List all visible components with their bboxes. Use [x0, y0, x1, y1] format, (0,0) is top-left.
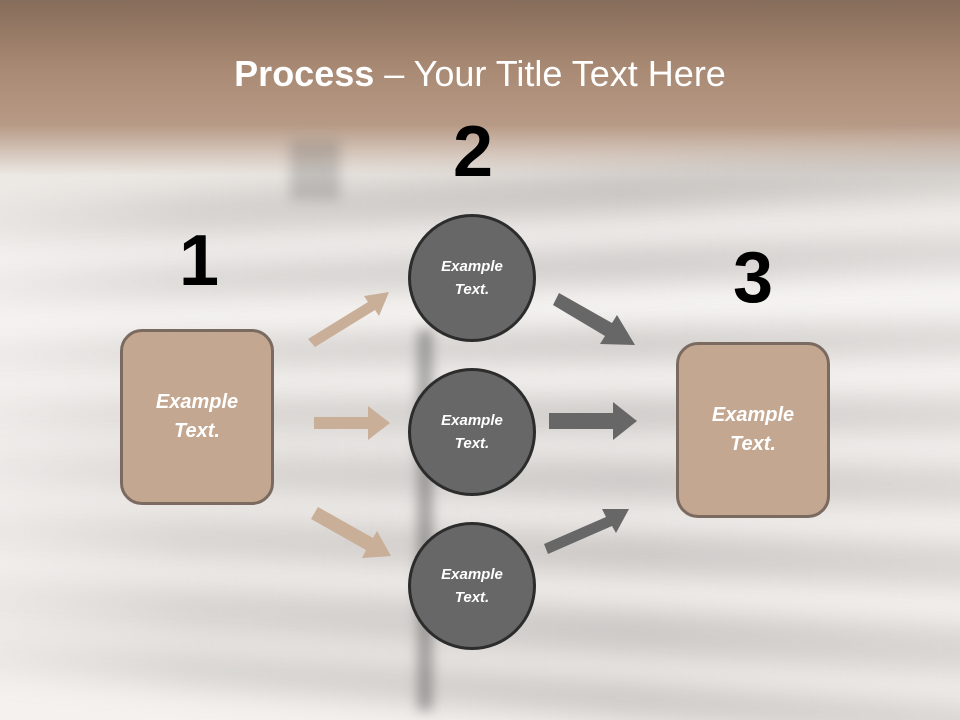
step-2-circle-bottom[interactable]: Example Text.: [408, 522, 536, 650]
arrow-from-bottom-circle: [544, 509, 629, 554]
circle-text: Example Text.: [441, 258, 503, 298]
arrow-from-middle-circle: [549, 402, 637, 440]
incoming-arrows: [308, 292, 391, 558]
step-number-3: 3: [732, 238, 774, 318]
arrow-to-top-circle: [308, 292, 389, 347]
slide-title: Process – Your Title Text Here: [0, 52, 960, 96]
step-number-1: 1: [178, 221, 220, 301]
title-rest: – Your Title Text Here: [374, 53, 726, 94]
step-3-text: Example Text.: [711, 404, 795, 455]
background-post: [290, 140, 340, 200]
circle-text: Example Text.: [441, 566, 503, 606]
circle-text: Example Text.: [441, 412, 503, 452]
step-number-2: 2: [452, 112, 494, 192]
arrow-to-bottom-circle: [311, 507, 391, 558]
step-1-box[interactable]: Example Text.: [120, 329, 274, 505]
step-2-circle-top[interactable]: Example Text.: [408, 214, 536, 342]
step-1-text: Example Text.: [155, 391, 239, 442]
outgoing-arrows: [544, 293, 637, 554]
step-3-box[interactable]: Example Text.: [676, 342, 830, 518]
arrow-to-middle-circle: [314, 406, 390, 440]
step-2-circle-middle[interactable]: Example Text.: [408, 368, 536, 496]
arrow-from-top-circle: [553, 293, 635, 345]
title-bold: Process: [234, 53, 375, 94]
